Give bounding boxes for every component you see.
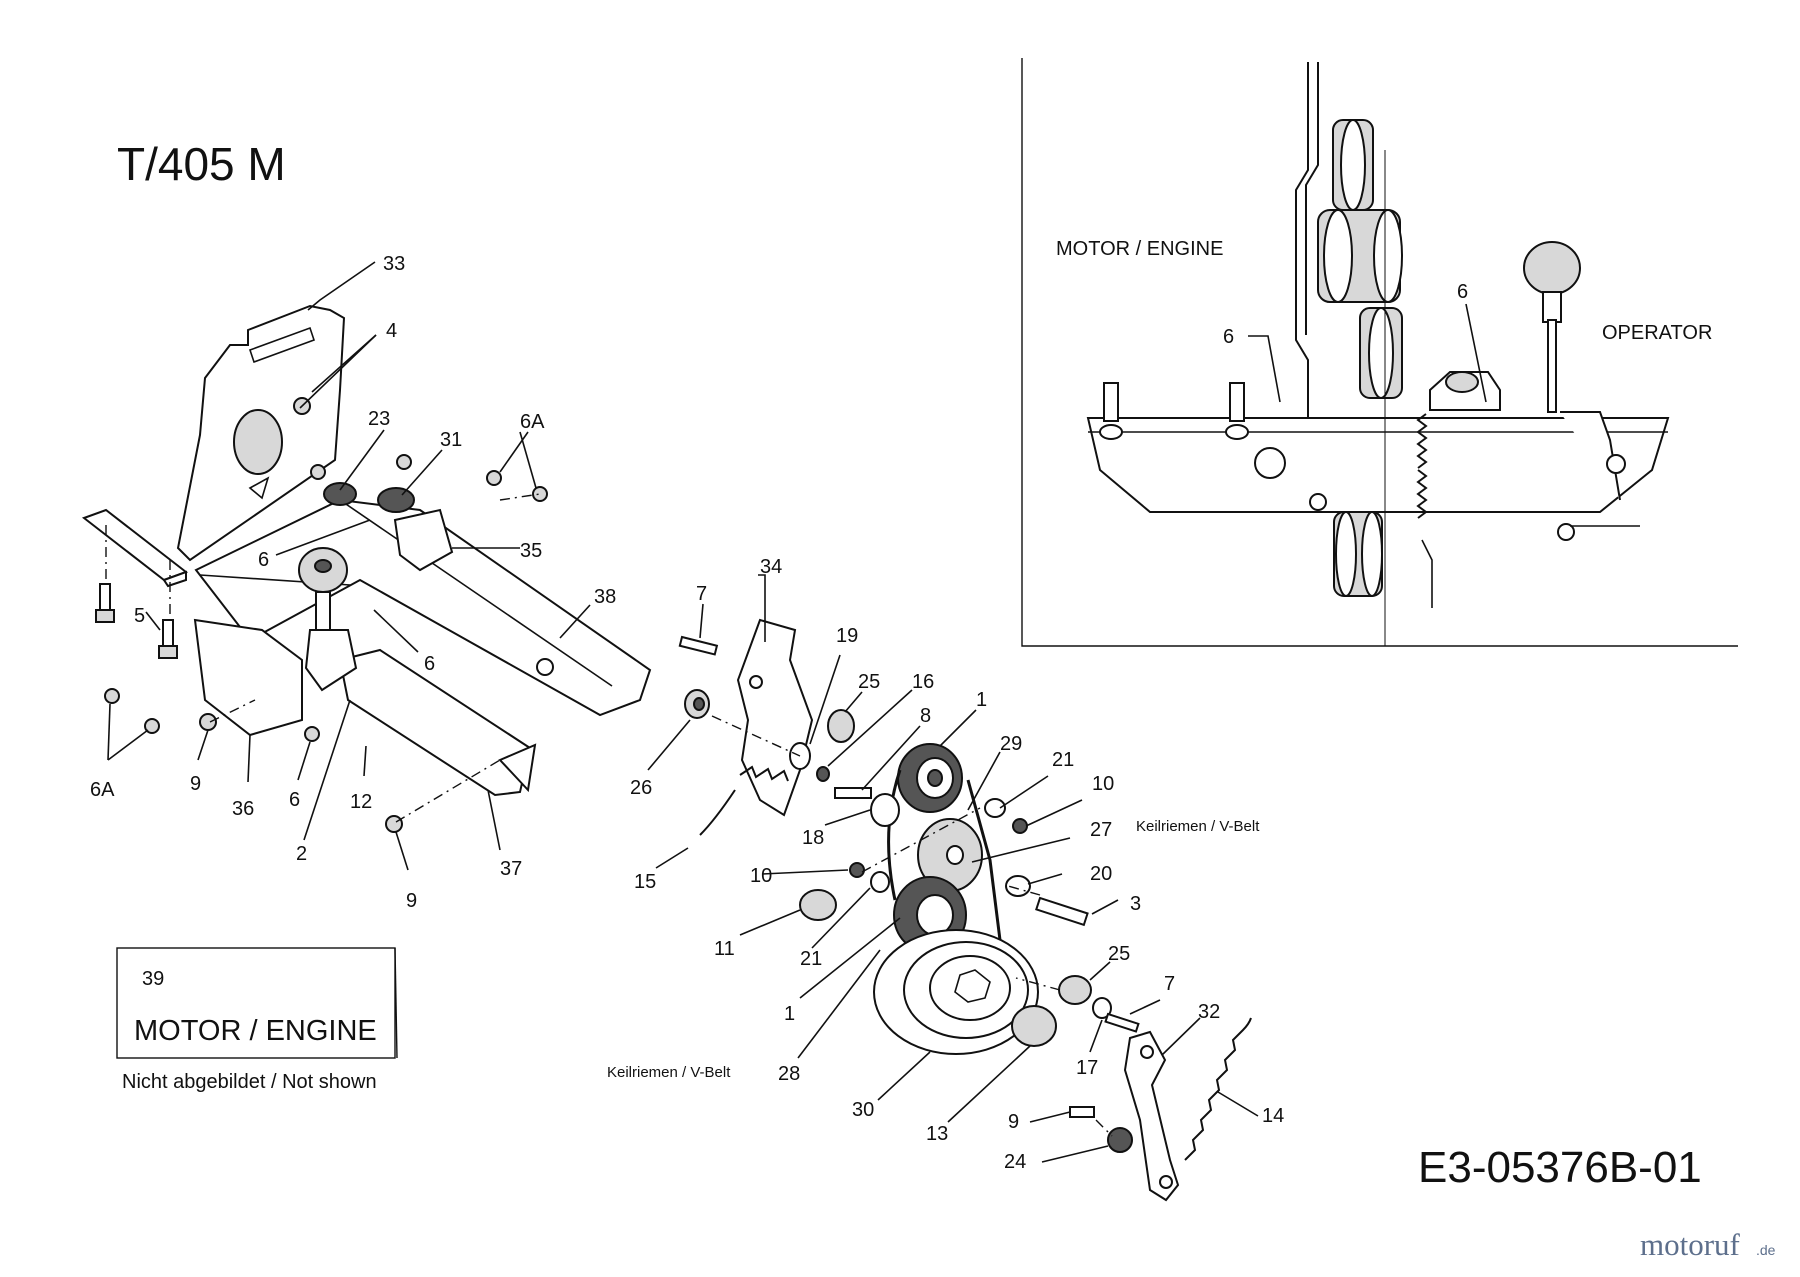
callout-3: 3 <box>1130 893 1141 915</box>
callout-18: 18 <box>802 827 824 849</box>
callout-7-a: 7 <box>696 583 707 605</box>
callout-28: 28 <box>778 1063 800 1085</box>
note-box-caption: Nicht abgebildet / Not shown <box>122 1071 377 1093</box>
callout-6-b: 6 <box>424 653 435 675</box>
callout-9-c: 9 <box>1008 1111 1019 1133</box>
spacer-25-lower <box>1058 975 1092 1005</box>
callout-14: 14 <box>1262 1105 1284 1127</box>
callout-6A-top: 6A <box>520 411 545 433</box>
callout-6A-bottom: 6A <box>90 779 115 801</box>
inset-operator-knob <box>1523 241 1581 295</box>
callout-1-b: 1 <box>784 1003 795 1025</box>
inset-operator-label: OPERATOR <box>1602 322 1712 344</box>
callout-36: 36 <box>232 798 254 820</box>
note-box-number: 39 <box>142 968 164 990</box>
watermark-logo: motoruf .de <box>1640 1227 1776 1262</box>
callout-10-a: 10 <box>1092 773 1114 795</box>
callout-27: 27 <box>1090 819 1112 841</box>
callout-37: 37 <box>500 858 522 880</box>
callout-21-b: 21 <box>800 948 822 970</box>
inset-callout-6-left: 6 <box>1223 326 1234 348</box>
bolt-group <box>95 397 548 833</box>
callout-30: 30 <box>852 1099 874 1121</box>
belt-drive-assembly <box>647 574 1259 1202</box>
callout-15: 15 <box>634 871 656 893</box>
callout-9-a: 9 <box>190 773 201 795</box>
inset-frame-plate <box>1086 417 1670 513</box>
callout-4: 4 <box>386 320 397 342</box>
callout-16: 16 <box>912 671 934 693</box>
spacer-25-upper <box>827 709 855 743</box>
callout-8: 8 <box>920 705 931 727</box>
note-box-label: MOTOR / ENGINE <box>134 1015 377 1047</box>
spring-14 <box>1184 1017 1252 1161</box>
bracket-36 <box>193 618 303 737</box>
callout-10-b: 10 <box>750 865 772 887</box>
callout-1-a: 1 <box>976 689 987 711</box>
callout-31: 31 <box>440 429 462 451</box>
callout-29: 29 <box>1000 733 1022 755</box>
inset-callout-6-right: 6 <box>1457 281 1468 303</box>
left-frame-assembly <box>81 261 652 871</box>
callout-numbers: 33 4 23 31 6A 6 35 38 5 6 6A 9 36 6 12 2… <box>90 253 1284 1173</box>
callout-17: 17 <box>1076 1057 1098 1079</box>
model-title: T/405 M <box>117 138 286 190</box>
frame-member-37 <box>338 648 532 797</box>
callout-32: 32 <box>1198 1001 1220 1023</box>
inset-engine-label: MOTOR / ENGINE <box>1056 238 1223 260</box>
callout-6-c: 6 <box>289 789 300 811</box>
callout-25-b: 25 <box>1108 943 1130 965</box>
callout-5: 5 <box>134 605 145 627</box>
bracket-35 <box>393 508 454 572</box>
v-belt <box>887 769 1002 941</box>
inset-view: MOTOR / ENGINE OPERATOR 6 6 <box>1021 58 1738 647</box>
watermark-suffix: .de <box>1756 1242 1776 1258</box>
inset-spring <box>1416 413 1428 519</box>
idler-23 <box>323 482 357 506</box>
callout-38: 38 <box>594 586 616 608</box>
callout-34: 34 <box>760 556 782 578</box>
callout-12: 12 <box>350 791 372 813</box>
belt-label-right: Keilriemen / V-Belt <box>1136 818 1260 835</box>
callout-6-a: 6 <box>258 549 269 571</box>
callout-23: 23 <box>368 408 390 430</box>
idler-arm-32 <box>1123 1030 1180 1202</box>
nut-11 <box>799 889 837 921</box>
callout-7-b: 7 <box>1164 973 1175 995</box>
callout-21-a: 21 <box>1052 749 1074 771</box>
engine-note-box: 39 MOTOR / ENGINE Nicht abgebildet / Not… <box>116 947 398 1093</box>
nut-13 <box>1011 1005 1057 1047</box>
idler-31 <box>377 487 415 513</box>
callout-11: 11 <box>714 938 735 960</box>
callout-2: 2 <box>296 843 307 865</box>
callout-26: 26 <box>630 777 652 799</box>
callout-19: 19 <box>836 625 858 647</box>
callout-33: 33 <box>383 253 405 275</box>
callout-20: 20 <box>1090 863 1112 885</box>
callout-25-a: 25 <box>858 671 880 693</box>
bolt-3 <box>1035 896 1089 927</box>
diagram-code: E3-05376B-01 <box>1418 1143 1702 1192</box>
belt-label-left: Keilriemen / V-Belt <box>607 1064 731 1081</box>
callout-24: 24 <box>1004 1151 1026 1173</box>
callout-9-b: 9 <box>406 890 417 912</box>
watermark-text: motoruf <box>1640 1227 1741 1262</box>
callout-13: 13 <box>926 1123 948 1145</box>
spring-15 <box>699 765 789 836</box>
callout-35: 35 <box>520 540 542 562</box>
bracket-34 <box>736 618 814 817</box>
